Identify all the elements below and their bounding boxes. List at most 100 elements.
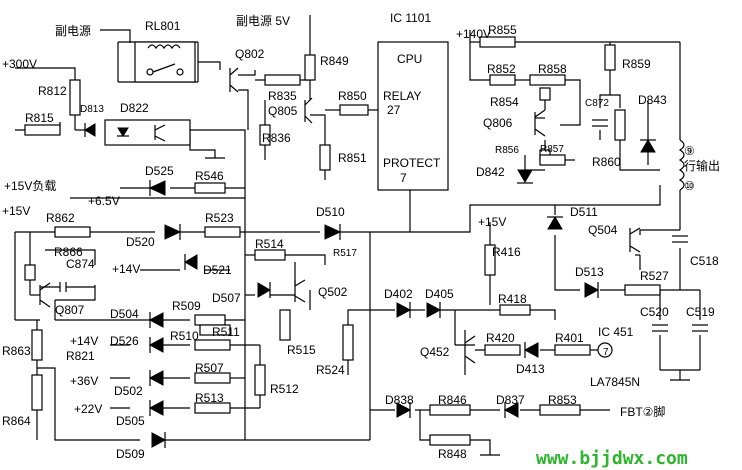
label-r836: R836 bbox=[262, 131, 291, 145]
label-sub-power-5v: 副电源 5V bbox=[236, 14, 290, 28]
label-r812: R812 bbox=[38, 84, 67, 98]
label-d526: D526 bbox=[110, 334, 139, 348]
label-q502: Q502 bbox=[318, 285, 348, 299]
label-plus14v: +14V bbox=[112, 262, 140, 276]
label-relay-pin: 27 bbox=[387, 103, 401, 117]
resistor-r835 bbox=[264, 74, 301, 86]
resistor-r852 bbox=[489, 74, 516, 86]
label-r514: R514 bbox=[255, 237, 284, 251]
label-fbt-pin2: FBT②脚 bbox=[620, 404, 665, 419]
label-plus15v: +15V bbox=[2, 204, 30, 218]
diode-d413 bbox=[523, 342, 539, 358]
label-c520: C520 bbox=[640, 305, 669, 319]
label-d525: D525 bbox=[145, 164, 174, 178]
label-d405: D405 bbox=[425, 287, 454, 301]
label-r509: R509 bbox=[172, 299, 201, 313]
resistor-r513 bbox=[194, 402, 231, 414]
label-ic451: IC 451 bbox=[598, 325, 634, 339]
label-protect-pin: 7 bbox=[400, 171, 407, 185]
label-c518: C518 bbox=[690, 254, 719, 268]
label-r859: R859 bbox=[622, 57, 651, 71]
resistor-r524 bbox=[342, 324, 354, 361]
diode-d402 bbox=[396, 302, 412, 318]
label-line-output: 行输出 bbox=[684, 158, 720, 173]
resistors bbox=[24, 36, 661, 446]
label-c872: C872 bbox=[585, 98, 609, 109]
label-r857: R857 bbox=[540, 144, 564, 155]
label-la7845n: LA7845N bbox=[590, 375, 640, 389]
resistor-r515 bbox=[279, 309, 291, 341]
diode-d520 bbox=[164, 224, 182, 240]
label-d510: D510 bbox=[316, 205, 345, 219]
diode-d509 bbox=[151, 432, 167, 448]
label-d822: D822 bbox=[120, 101, 149, 115]
resistor-r859 bbox=[604, 44, 616, 71]
label-d520: D520 bbox=[126, 235, 155, 249]
label-d509: D509 bbox=[116, 447, 145, 461]
label-d838: D838 bbox=[385, 393, 414, 407]
diode-d521 bbox=[184, 254, 198, 270]
label-r418: R418 bbox=[498, 292, 527, 306]
resistor-r418 bbox=[499, 304, 531, 316]
resistor-r863 bbox=[31, 329, 43, 361]
label-r853: R853 bbox=[548, 393, 577, 407]
diodes bbox=[84, 123, 656, 448]
label-q802: Q802 bbox=[235, 47, 265, 61]
label-pin7: 7 bbox=[603, 347, 609, 358]
resistor-r507 bbox=[194, 372, 231, 384]
label-r513: R513 bbox=[195, 391, 224, 405]
resistor-r850 bbox=[339, 104, 369, 116]
label-r846: R846 bbox=[438, 393, 467, 407]
connectors bbox=[597, 342, 613, 358]
label-r849: R849 bbox=[320, 54, 349, 68]
diode-d526 bbox=[148, 337, 164, 353]
label-r854: R854 bbox=[490, 95, 519, 109]
resistor-r836 bbox=[259, 124, 271, 146]
label-c874: C874 bbox=[66, 257, 95, 271]
resistor-r866 bbox=[24, 264, 36, 281]
label-relay: RELAY bbox=[383, 89, 421, 103]
diode-d837 bbox=[503, 402, 519, 418]
label-pin10: ⑩ bbox=[684, 179, 695, 193]
label-ic1101: IC 1101 bbox=[390, 11, 431, 25]
flyback-coil bbox=[678, 139, 685, 191]
label-r515: R515 bbox=[287, 343, 316, 357]
resistor-r864 bbox=[31, 374, 43, 411]
label-d511: D511 bbox=[570, 205, 598, 219]
pin7-connector bbox=[597, 342, 613, 358]
resistor-r401 bbox=[554, 344, 591, 356]
label-r401: R401 bbox=[555, 331, 584, 345]
label-d813: D813 bbox=[80, 104, 104, 115]
resistor-r812 bbox=[69, 79, 81, 116]
label-r863: R863 bbox=[2, 344, 31, 358]
label-plus15v-right: +15V bbox=[478, 215, 506, 229]
resistor-r416 bbox=[484, 244, 496, 276]
resistor-r849 bbox=[304, 54, 316, 81]
grounds bbox=[205, 157, 690, 456]
label-d843: D843 bbox=[638, 93, 667, 107]
label-r527: R527 bbox=[640, 269, 669, 283]
label-r851: R851 bbox=[338, 151, 367, 165]
label-r862: R862 bbox=[46, 211, 75, 225]
labels: 副电源 RL801 副电源 5V IC 1101 +140V R855 R859… bbox=[2, 11, 720, 469]
resistor-r509 bbox=[194, 314, 226, 326]
label-plus140v: +140V bbox=[456, 27, 491, 41]
label-plus22v: +22V bbox=[74, 402, 102, 416]
diode-d813 bbox=[84, 123, 96, 137]
label-r852: R852 bbox=[487, 62, 516, 76]
resistor-r853 bbox=[539, 404, 581, 416]
label-pin9: ⑨ bbox=[684, 144, 695, 158]
label-plus36v: +36V bbox=[70, 374, 98, 388]
label-r511: R511 bbox=[212, 325, 240, 339]
label-r517: R517 bbox=[333, 248, 357, 259]
label-r416: R416 bbox=[492, 245, 521, 259]
diode-d525 bbox=[148, 180, 166, 196]
resistor-r854 bbox=[539, 87, 551, 101]
label-plus300v: +300V bbox=[2, 57, 37, 71]
label-protect: PROTECT bbox=[383, 156, 441, 170]
label-c519: C519 bbox=[686, 305, 715, 319]
diode-d502 bbox=[148, 370, 164, 386]
label-r864: R864 bbox=[2, 414, 31, 428]
